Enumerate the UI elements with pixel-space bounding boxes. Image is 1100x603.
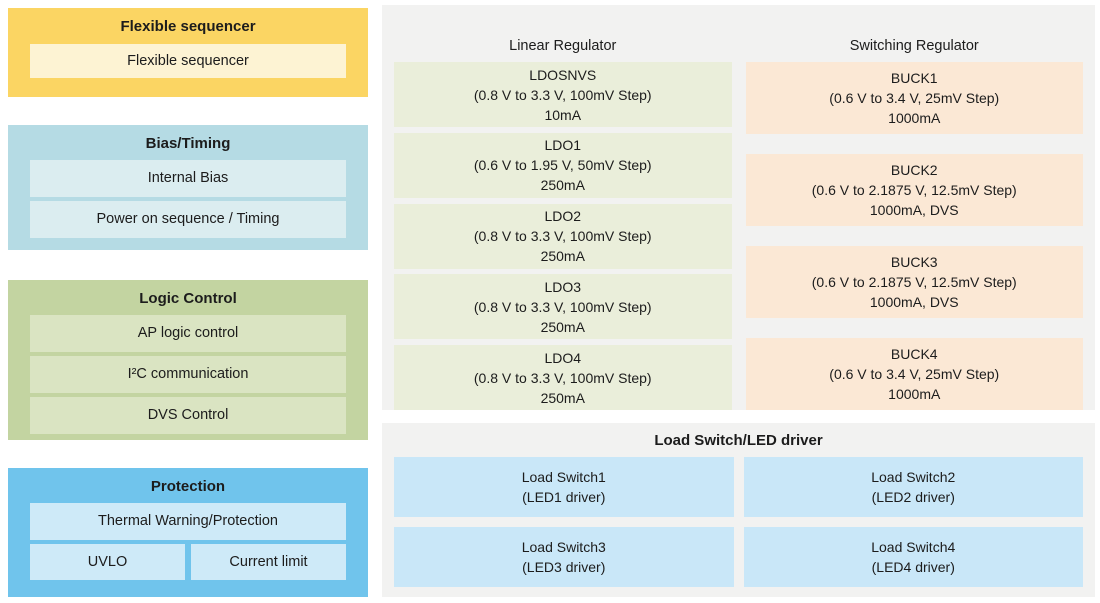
load-switch-sub: (LED2 driver)	[871, 489, 955, 505]
regulator-name: LDO3	[544, 278, 582, 295]
load-switch-sub: (LED4 driver)	[871, 559, 955, 575]
switching-regulator-column: Switching Regulator BUCK1 (0.6 V to 3.4 …	[745, 5, 1083, 410]
linear-regulator-column: Linear Regulator LDOSNVS (0.8 V to 3.3 V…	[394, 5, 732, 410]
regulator-current: 1000mA	[888, 386, 941, 402]
block-internal-bias: Internal Bias	[30, 160, 346, 197]
block-ldo3: LDO3 (0.8 V to 3.3 V, 100mV Step) 250mA	[394, 274, 732, 340]
regulator-current: 10mA	[544, 106, 582, 123]
group-title-flexible-sequencer: Flexible sequencer	[120, 18, 256, 35]
regulator-current: 1000mA	[888, 110, 941, 126]
group-flexible-sequencer: Flexible sequencer Flexible sequencer	[8, 8, 368, 97]
regulator-current: 250mA	[540, 248, 585, 264]
load-switch-grid: Load Switch1 (LED1 driver) Load Switch2 …	[394, 457, 1083, 587]
regulator-range: (0.8 V to 3.3 V, 100mV Step)	[473, 228, 652, 244]
regulator-current: 250mA	[540, 177, 585, 194]
regulator-range: (0.8 V to 3.3 V, 100mV Step)	[473, 298, 652, 315]
group-title-bias-timing: Bias/Timing	[145, 135, 231, 152]
load-switch-sub: (LED1 driver)	[522, 489, 606, 505]
linear-regulator-stack: LDOSNVS (0.8 V to 3.3 V, 100mV Step) 10m…	[394, 62, 732, 410]
block-thermal-warning-protection: Thermal Warning/Protection	[30, 503, 346, 540]
regulators-panel: Linear Regulator LDOSNVS (0.8 V to 3.3 V…	[382, 5, 1095, 410]
block-ap-logic-control: AP logic control	[30, 315, 346, 352]
block-power-on-sequence-timing: Power on sequence / Timing	[30, 201, 346, 238]
block-buck4: BUCK4 (0.6 V to 3.4 V, 25mV Step) 1000mA	[745, 338, 1083, 410]
regulator-name: LDOSNVS	[529, 66, 597, 83]
regulator-range: (0.8 V to 3.3 V, 100mV Step)	[473, 86, 652, 103]
load-switch-panel: Load Switch/LED driver Load Switch1 (LED…	[382, 423, 1095, 597]
block-load-switch4: Load Switch4 (LED4 driver)	[743, 527, 1083, 587]
block-buck2: BUCK2 (0.6 V to 2.1875 V, 12.5mV Step) 1…	[745, 154, 1083, 226]
regulator-name: BUCK4	[890, 346, 938, 362]
block-ldo1: LDO1 (0.6 V to 1.95 V, 50mV Step) 250mA	[394, 132, 732, 198]
block-ldo4: LDO4 (0.8 V to 3.3 V, 100mV Step) 250mA	[394, 345, 732, 410]
linear-regulator-title: Linear Regulator	[509, 38, 617, 54]
regulator-current: 250mA	[540, 389, 585, 406]
regulator-range: (0.6 V to 2.1875 V, 12.5mV Step)	[811, 182, 1017, 198]
load-switch-name: Load Switch1	[521, 469, 606, 485]
regulator-range: (0.6 V to 3.4 V, 25mV Step)	[829, 90, 1000, 106]
load-switch-panel-title: Load Switch/LED driver	[654, 431, 823, 449]
regulator-range: (0.6 V to 3.4 V, 25mV Step)	[829, 366, 1000, 382]
switching-regulator-stack: BUCK1 (0.6 V to 3.4 V, 25mV Step) 1000mA…	[745, 62, 1083, 410]
block-uvlo: UVLO	[30, 544, 185, 580]
block-buck3: BUCK3 (0.6 V to 2.1875 V, 12.5mV Step) 1…	[745, 246, 1083, 318]
regulator-current: 1000mA, DVS	[869, 202, 959, 218]
regulator-name: BUCK1	[890, 70, 938, 86]
group-title-logic-control: Logic Control	[139, 290, 237, 307]
switching-regulator-title: Switching Regulator	[849, 38, 979, 54]
regulator-name: LDO4	[544, 349, 582, 366]
regulator-current: 250mA	[540, 318, 585, 335]
regulator-name: BUCK3	[890, 254, 938, 270]
load-switch-name: Load Switch2	[871, 469, 956, 485]
load-switch-sub: (LED3 driver)	[522, 559, 606, 575]
block-i2c-communication: I²C communication	[30, 356, 346, 393]
block-load-switch1: Load Switch1 (LED1 driver)	[394, 457, 734, 517]
regulator-name: BUCK2	[890, 162, 938, 178]
regulator-range: (0.6 V to 2.1875 V, 12.5mV Step)	[811, 274, 1017, 290]
load-switch-name: Load Switch4	[871, 539, 956, 555]
block-buck1: BUCK1 (0.6 V to 3.4 V, 25mV Step) 1000mA	[745, 62, 1083, 134]
group-bias-timing: Bias/Timing Internal Bias Power on seque…	[8, 125, 368, 250]
group-title-protection: Protection	[150, 478, 226, 495]
block-load-switch2: Load Switch2 (LED2 driver)	[743, 457, 1083, 517]
regulator-name: LDO2	[544, 208, 582, 224]
regulator-range: (0.8 V to 3.3 V, 100mV Step)	[473, 369, 652, 386]
block-current-limit: Current limit	[191, 544, 346, 580]
group-protection: Protection Thermal Warning/Protection UV…	[8, 468, 368, 597]
regulator-range: (0.6 V to 1.95 V, 50mV Step)	[473, 157, 652, 174]
regulator-current: 1000mA, DVS	[869, 294, 959, 310]
load-switch-name: Load Switch3	[521, 539, 606, 555]
regulator-name: LDO1	[544, 137, 582, 154]
block-flexible-sequencer: Flexible sequencer	[30, 44, 346, 78]
group-logic-control: Logic Control AP logic control I²C commu…	[8, 280, 368, 440]
block-dvs-control: DVS Control	[30, 397, 346, 434]
block-load-switch3: Load Switch3 (LED3 driver)	[394, 527, 734, 587]
block-ldosnvs: LDOSNVS (0.8 V to 3.3 V, 100mV Step) 10m…	[394, 62, 732, 127]
protection-split-row: UVLO Current limit	[30, 544, 346, 580]
block-ldo2: LDO2 (0.8 V to 3.3 V, 100mV Step) 250mA	[394, 203, 732, 269]
